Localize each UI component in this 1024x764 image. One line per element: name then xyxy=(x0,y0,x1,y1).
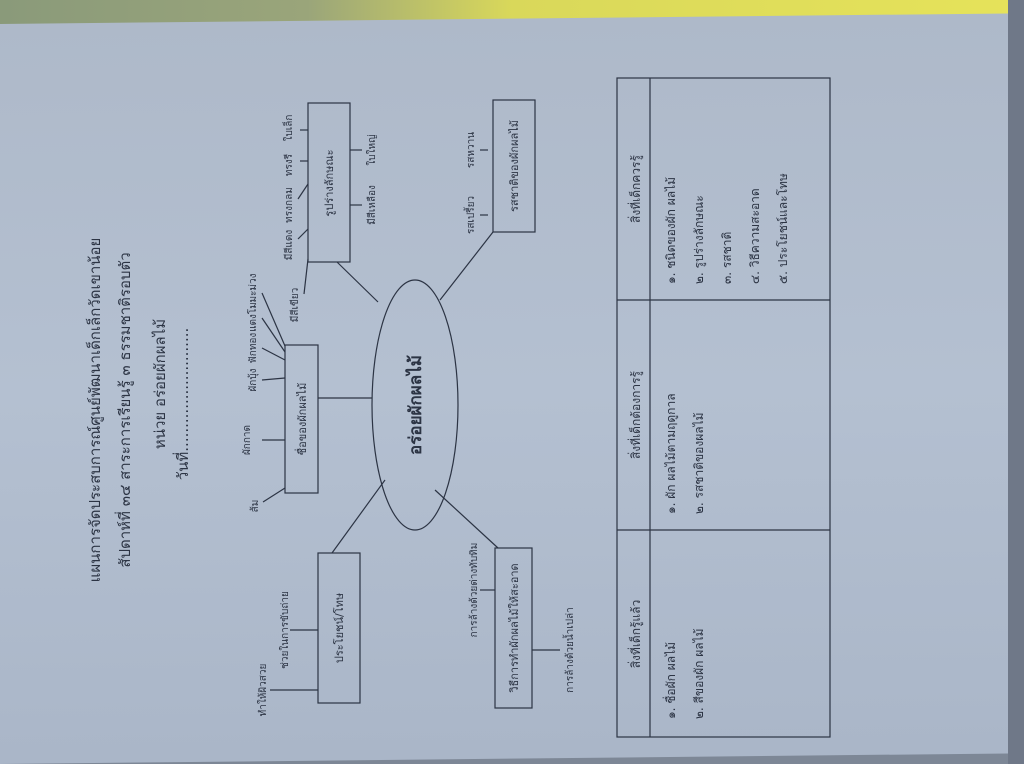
shape-item: มีสีแดง xyxy=(283,230,295,261)
box-names-label: ชื่อของผักผลไม้ xyxy=(294,383,309,456)
table-header-known: สิ่งที่เด็กรู้แล้ว xyxy=(627,600,644,669)
title-line-2: สัปดาห์ที่ ๓๔ สาระการเรียนรู้ ๓ ธรรมชาติ… xyxy=(114,252,134,567)
cleaning-item: การล้างด้วยน้ำเปล่า xyxy=(562,607,576,693)
table-cell: ๑. ผัก ผลไม้ตามฤดูกาล xyxy=(664,393,679,514)
background-edge xyxy=(1008,0,1024,764)
connector-benefit xyxy=(331,479,386,554)
connector-shape xyxy=(336,261,379,303)
benefit-item: ช่วยในการขับถ่าย xyxy=(279,591,291,669)
center-ellipse xyxy=(371,279,459,531)
name-item: ผักกาด xyxy=(242,425,253,455)
table-cell: ๑. ชนิดของผัก ผลไม้ xyxy=(664,177,678,284)
benefit-item: ทำให้ผิวสวย xyxy=(257,664,269,717)
connector-cleaning xyxy=(434,489,499,549)
date-field: วันที่.......................... xyxy=(172,328,192,481)
center-topic: อร่อยผักผลไม้ xyxy=(405,355,426,455)
box-benefit xyxy=(317,552,361,704)
table-cell: ๓. รสชาติ xyxy=(720,232,734,284)
table-header-want: สิ่งที่เด็กต้องการรู้ xyxy=(627,370,644,459)
shape-item: ทรงกลม xyxy=(284,187,295,223)
table-header-should: สิ่งที่เด็กควรรู้ xyxy=(627,154,644,222)
table-cell: ๕. ประโยชน์และโทษ xyxy=(776,173,790,284)
box-cleaning xyxy=(494,547,533,709)
taste-item: รสเปรี้ยว xyxy=(463,196,477,234)
table-cell: ๒. สีของผัก ผลไม้ xyxy=(692,628,706,719)
taste-item: รสหวาน xyxy=(466,132,477,168)
box-taste xyxy=(492,99,536,233)
shape-item: มีสีเหลือง xyxy=(366,185,378,225)
name-item: ผักบุ้ง xyxy=(247,368,259,391)
knowledge-table xyxy=(616,77,831,738)
shape-item: ใบใหญ่ xyxy=(366,134,378,165)
shape-item: ใบเล็ก xyxy=(281,115,295,142)
shape-item: ทรงรี xyxy=(283,153,295,176)
title-line-1: แผนการจัดประสบการณ์ศูนย์พัฒนาเด็กเล็กวัด… xyxy=(85,238,104,583)
table-cell: ๔. วิธีความสะอาด xyxy=(748,188,762,284)
box-names xyxy=(284,344,319,494)
connector-taste xyxy=(439,231,494,301)
box-benefit-label: ประโยชน์/โทษ xyxy=(332,593,346,663)
name-item: ฟักทอง xyxy=(248,333,259,364)
cleaning-item: การล้างด้วยด่างทับทิม xyxy=(468,543,480,638)
name-item: มะม่วง xyxy=(248,273,259,302)
name-item: ส้ม xyxy=(249,500,261,513)
unit-title: หน่วย อร่อยผักผลไม้ xyxy=(151,319,169,449)
box-shape-label: รูปร่างลักษณะ xyxy=(323,149,336,216)
table-cell: ๑. ชื่อผัก ผลไม้ xyxy=(662,642,678,719)
name-item: แตงโม xyxy=(246,302,259,332)
box-shape xyxy=(307,102,351,263)
table-cell: ๒. รสชาติของผลไม้ xyxy=(692,412,706,514)
shape-item: มีสีเขียว xyxy=(289,288,301,322)
table-cell: ๒. รูปร่างลักษณะ xyxy=(692,195,707,284)
box-cleaning-label: วิธีการทำผักผลไม้ให้สะอาด xyxy=(508,563,521,693)
box-taste-label: รสชาติของผักผลไม้ xyxy=(508,120,521,212)
